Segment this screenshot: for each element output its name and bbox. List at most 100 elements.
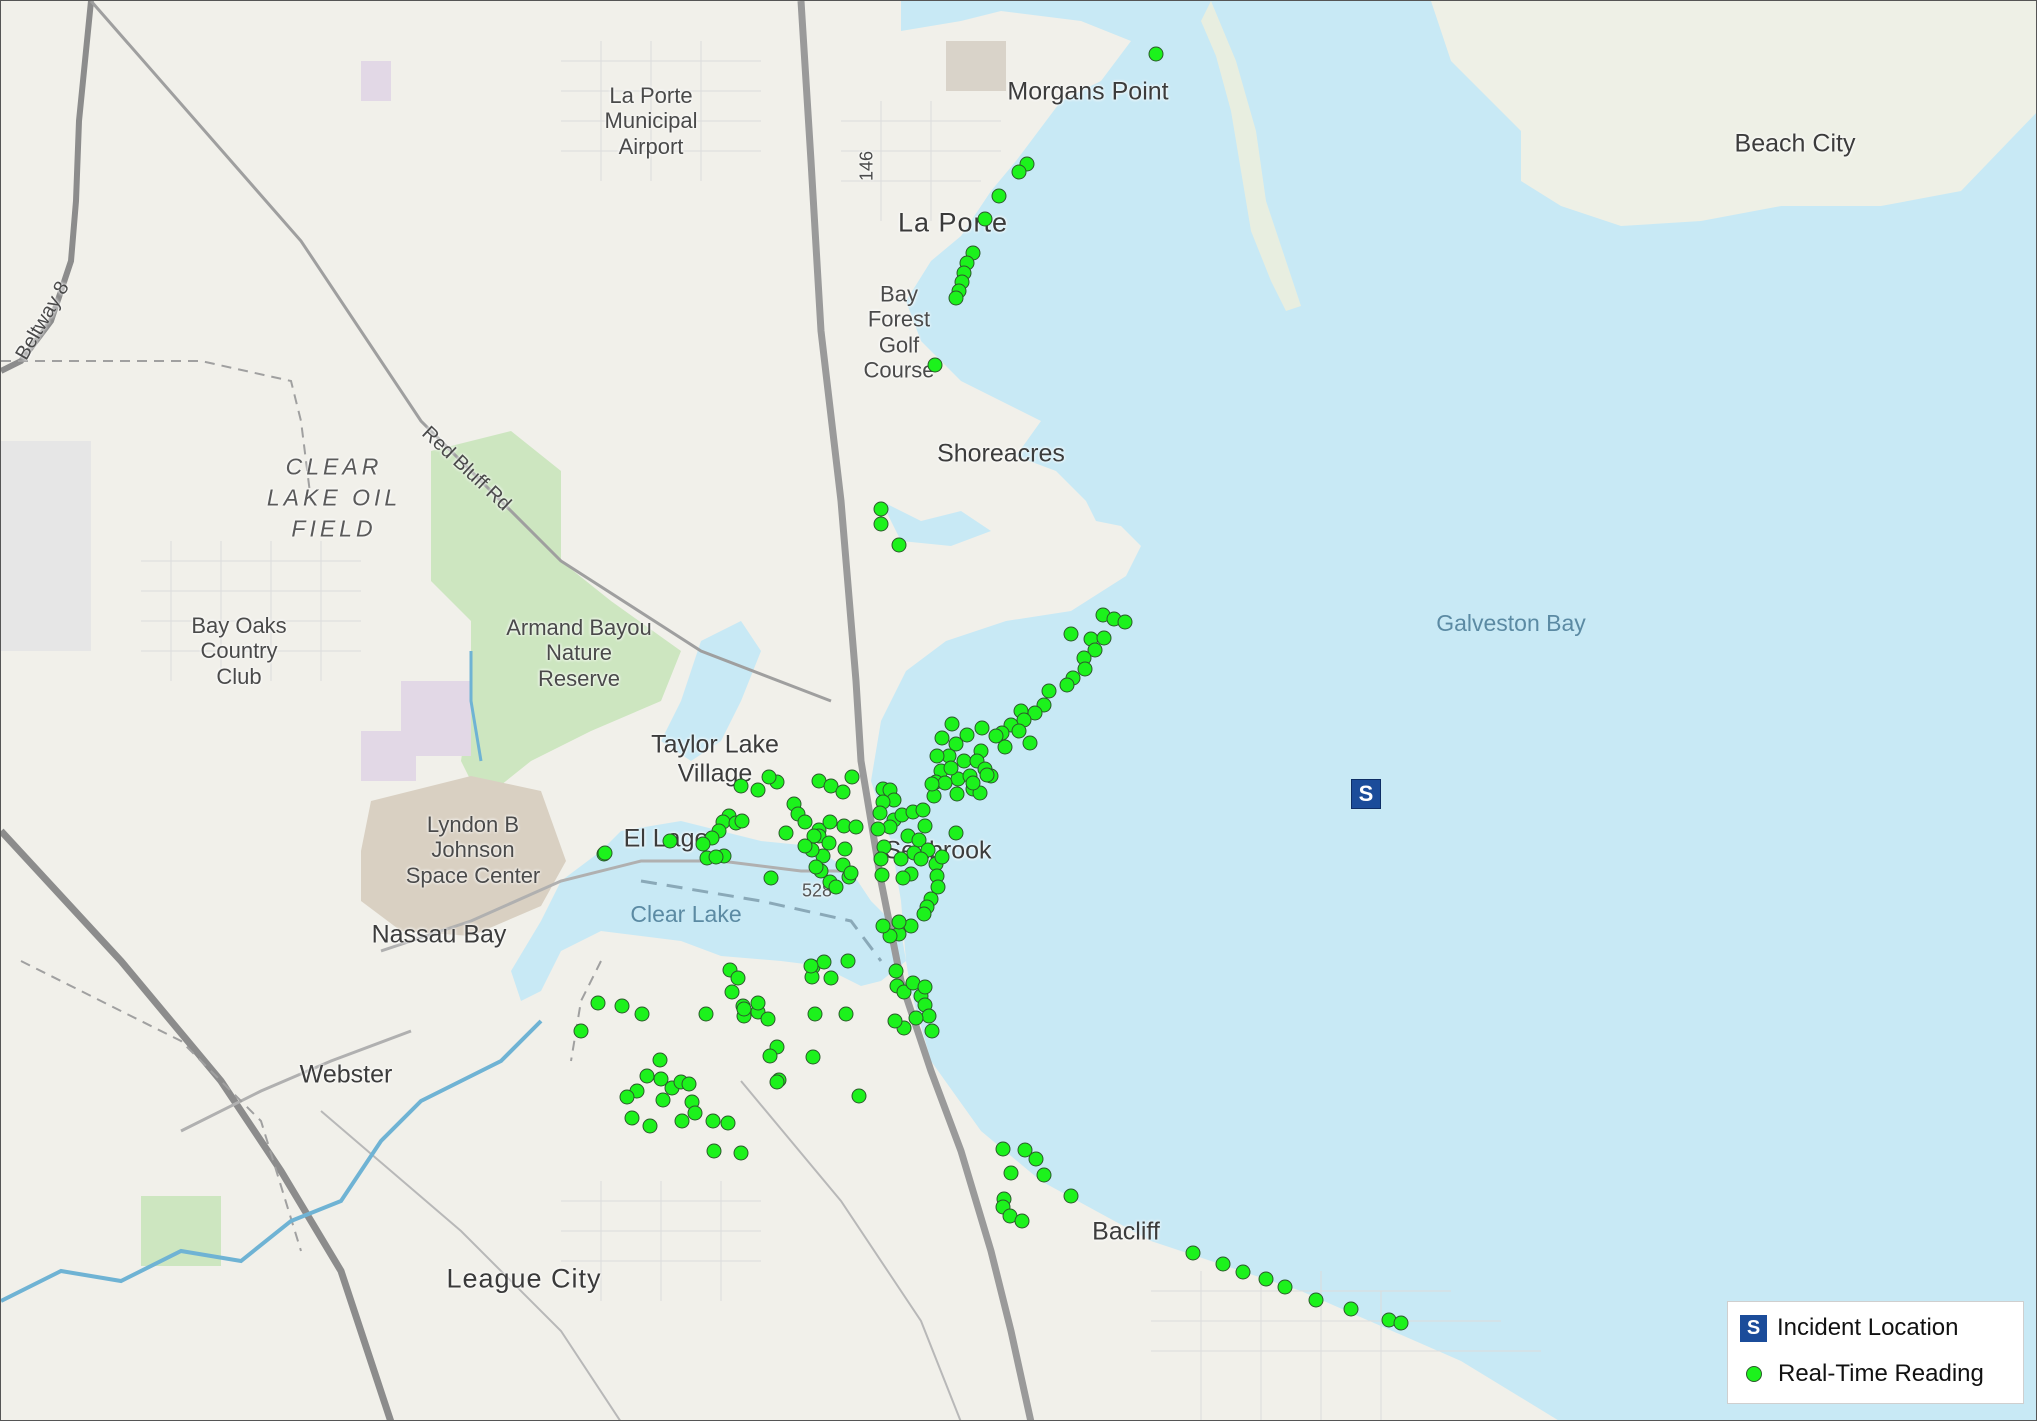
real-time-reading-marker[interactable]: [807, 1006, 823, 1022]
real-time-reading-marker[interactable]: [891, 537, 907, 553]
real-time-reading-marker[interactable]: [769, 1074, 785, 1090]
real-time-reading-marker[interactable]: [687, 1105, 703, 1121]
real-time-reading-marker[interactable]: [948, 736, 964, 752]
real-time-reading-marker[interactable]: [917, 979, 933, 995]
real-time-reading-marker[interactable]: [797, 814, 813, 830]
real-time-reading-marker[interactable]: [837, 841, 853, 857]
real-time-reading-marker[interactable]: [848, 819, 864, 835]
real-time-reading-marker[interactable]: [828, 879, 844, 895]
real-time-reading-marker[interactable]: [1041, 683, 1057, 699]
real-time-reading-marker[interactable]: [724, 984, 740, 1000]
real-time-reading-marker[interactable]: [873, 516, 889, 532]
real-time-reading-marker[interactable]: [698, 1006, 714, 1022]
real-time-reading-marker[interactable]: [619, 1089, 635, 1105]
real-time-reading-marker[interactable]: [733, 1145, 749, 1161]
real-time-reading-marker[interactable]: [760, 1011, 776, 1027]
real-time-reading-marker[interactable]: [720, 1115, 736, 1131]
real-time-reading-marker[interactable]: [873, 851, 889, 867]
real-time-reading-marker[interactable]: [624, 1110, 640, 1126]
real-time-reading-marker[interactable]: [948, 825, 964, 841]
real-time-reading-marker[interactable]: [821, 835, 837, 851]
real-time-reading-marker[interactable]: [1059, 677, 1075, 693]
real-time-reading-marker[interactable]: [891, 914, 907, 930]
real-time-reading-marker[interactable]: [924, 776, 940, 792]
real-time-reading-marker[interactable]: [655, 1092, 671, 1108]
real-time-reading-marker[interactable]: [642, 1118, 658, 1134]
real-time-reading-marker[interactable]: [997, 739, 1013, 755]
real-time-reading-marker[interactable]: [934, 730, 950, 746]
real-time-reading-marker[interactable]: [927, 357, 943, 373]
real-time-reading-marker[interactable]: [943, 760, 959, 776]
real-time-reading-marker[interactable]: [573, 1023, 589, 1039]
real-time-reading-marker[interactable]: [851, 1088, 867, 1104]
real-time-reading-marker[interactable]: [736, 1001, 752, 1017]
real-time-reading-marker[interactable]: [761, 769, 777, 785]
real-time-reading-marker[interactable]: [873, 501, 889, 517]
real-time-reading-marker[interactable]: [1063, 1188, 1079, 1204]
real-time-reading-marker[interactable]: [930, 879, 946, 895]
real-time-reading-marker[interactable]: [916, 906, 932, 922]
real-time-reading-marker[interactable]: [979, 767, 995, 783]
real-time-reading-marker[interactable]: [974, 720, 990, 736]
real-time-reading-marker[interactable]: [915, 802, 931, 818]
real-time-reading-marker[interactable]: [1028, 1151, 1044, 1167]
real-time-reading-marker[interactable]: [1215, 1256, 1231, 1272]
real-time-reading-marker[interactable]: [888, 963, 904, 979]
real-time-reading-marker[interactable]: [844, 769, 860, 785]
real-time-reading-marker[interactable]: [695, 836, 711, 852]
real-time-reading-marker[interactable]: [1308, 1292, 1324, 1308]
real-time-reading-marker[interactable]: [730, 970, 746, 986]
real-time-reading-marker[interactable]: [803, 958, 819, 974]
real-time-reading-marker[interactable]: [733, 778, 749, 794]
real-time-reading-marker[interactable]: [921, 1008, 937, 1024]
real-time-reading-marker[interactable]: [1003, 1165, 1019, 1181]
real-time-reading-marker[interactable]: [934, 849, 950, 865]
real-time-reading-marker[interactable]: [750, 995, 766, 1011]
real-time-reading-marker[interactable]: [1011, 164, 1027, 180]
real-time-reading-marker[interactable]: [1077, 661, 1093, 677]
real-time-reading-marker[interactable]: [1185, 1245, 1201, 1261]
real-time-reading-marker[interactable]: [1017, 1142, 1033, 1158]
real-time-reading-marker[interactable]: [872, 805, 888, 821]
real-time-reading-marker[interactable]: [674, 1113, 690, 1129]
real-time-reading-marker[interactable]: [965, 775, 981, 791]
real-time-reading-marker[interactable]: [959, 727, 975, 743]
real-time-reading-marker[interactable]: [778, 825, 794, 841]
real-time-reading-marker[interactable]: [870, 821, 886, 837]
real-time-reading-marker[interactable]: [929, 748, 945, 764]
real-time-reading-marker[interactable]: [734, 813, 750, 829]
real-time-reading-marker[interactable]: [1235, 1264, 1251, 1280]
real-time-reading-marker[interactable]: [823, 970, 839, 986]
real-time-reading-marker[interactable]: [797, 838, 813, 854]
real-time-reading-marker[interactable]: [991, 188, 1007, 204]
real-time-reading-marker[interactable]: [949, 786, 965, 802]
real-time-reading-marker[interactable]: [805, 1049, 821, 1065]
real-time-reading-marker[interactable]: [681, 1076, 697, 1092]
real-time-reading-marker[interactable]: [1063, 626, 1079, 642]
real-time-reading-marker[interactable]: [895, 870, 911, 886]
real-time-reading-marker[interactable]: [1148, 46, 1164, 62]
real-time-reading-marker[interactable]: [840, 953, 856, 969]
real-time-reading-marker[interactable]: [944, 716, 960, 732]
real-time-reading-marker[interactable]: [835, 784, 851, 800]
real-time-reading-marker[interactable]: [662, 833, 678, 849]
real-time-reading-marker[interactable]: [614, 998, 630, 1014]
real-time-reading-marker[interactable]: [1087, 642, 1103, 658]
real-time-reading-marker[interactable]: [822, 814, 838, 830]
real-time-reading-marker[interactable]: [843, 865, 859, 881]
real-time-reading-marker[interactable]: [924, 1023, 940, 1039]
real-time-reading-marker[interactable]: [706, 1143, 722, 1159]
real-time-reading-marker[interactable]: [653, 1071, 669, 1087]
incident-location-marker[interactable]: S: [1351, 779, 1381, 809]
real-time-reading-marker[interactable]: [908, 1010, 924, 1026]
real-time-reading-marker[interactable]: [705, 1113, 721, 1129]
real-time-reading-marker[interactable]: [893, 851, 909, 867]
real-time-reading-marker[interactable]: [875, 918, 891, 934]
real-time-reading-marker[interactable]: [762, 1048, 778, 1064]
real-time-reading-marker[interactable]: [977, 211, 993, 227]
real-time-reading-marker[interactable]: [652, 1052, 668, 1068]
real-time-reading-marker[interactable]: [948, 290, 964, 306]
real-time-reading-marker[interactable]: [1036, 1167, 1052, 1183]
real-time-reading-marker[interactable]: [1096, 630, 1112, 646]
